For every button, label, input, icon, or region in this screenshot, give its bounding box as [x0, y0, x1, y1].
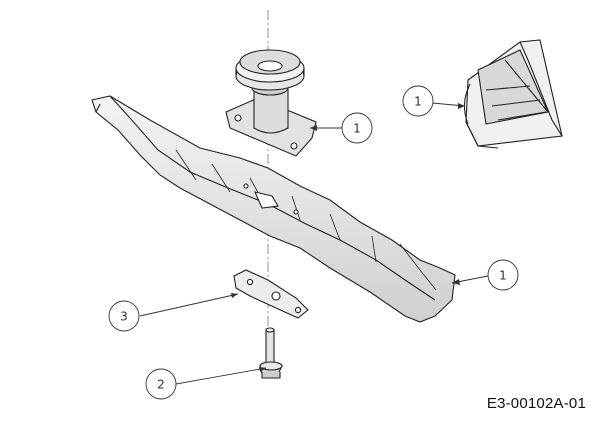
mower-blade: [91, 95, 456, 323]
blade-adapter: [225, 49, 317, 157]
diagram-reference-code: E3-00102A-01: [486, 395, 586, 412]
leader-bolt: [175, 367, 267, 385]
callout-bolt-label: 2: [157, 378, 165, 392]
callout-blade: 1: [487, 259, 519, 291]
callout-bolt: 2: [145, 368, 177, 400]
blade-bolt: [259, 327, 283, 379]
callout-adapter-label: 1: [353, 122, 361, 136]
callout-mulch-deflector: 1: [402, 85, 434, 117]
blade-stiffener: [233, 269, 309, 319]
callout-stiffener-label: 3: [120, 310, 128, 324]
callout-stiffener: 3: [108, 300, 140, 332]
mulch-deflector: [463, 39, 563, 149]
callout-mulch-deflector-label: 1: [414, 95, 422, 109]
callout-blade-label: 1: [499, 269, 507, 283]
leader-stiffener: [139, 293, 239, 317]
leader-arrowheads: [231, 103, 465, 372]
callout-adapter: 1: [341, 112, 373, 144]
